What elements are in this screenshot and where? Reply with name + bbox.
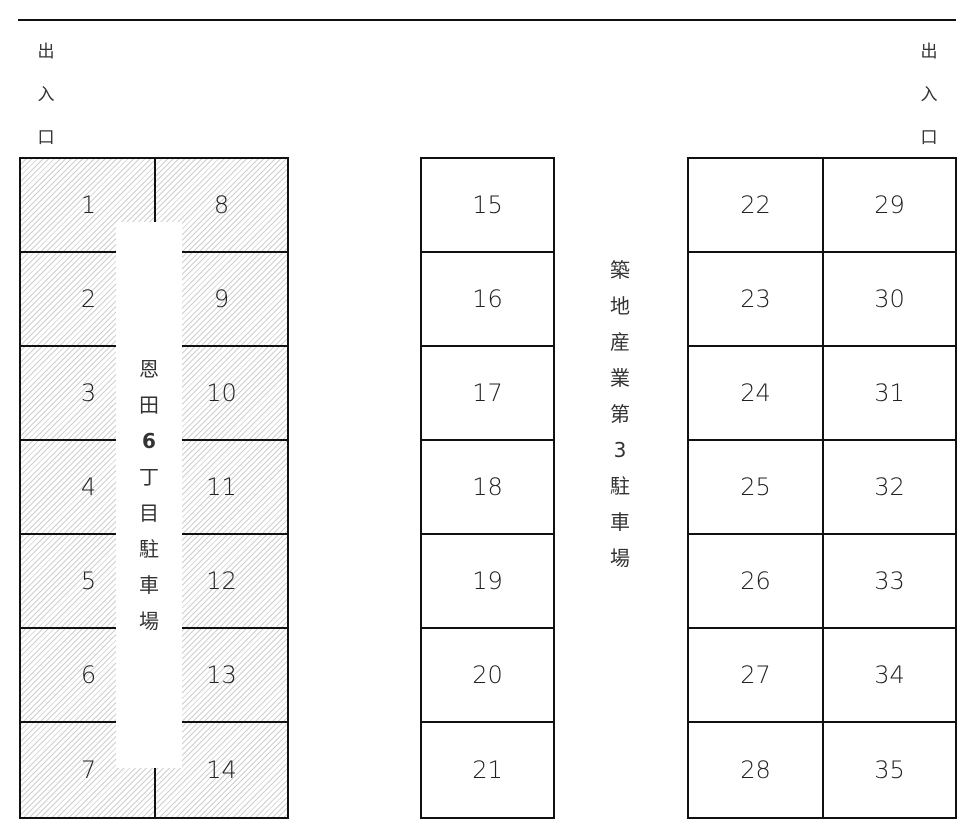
lot-tsukiji-sangyo-3: 15 16 17 18 19 20 21 [420,157,555,819]
parking-space[interactable]: 24 [689,347,824,441]
parking-space[interactable]: 8 [156,159,287,253]
parking-space[interactable]: 16 [422,253,553,347]
parking-space[interactable]: 7 [80,756,97,784]
parking-space[interactable]: 35 [874,756,905,784]
road-boundary-line [18,19,956,21]
parking-space[interactable]: 13 [156,629,287,723]
parking-space[interactable]: 30 [824,253,955,347]
parking-space[interactable]: 6 [21,629,156,723]
parking-space[interactable]: 25 [689,441,824,535]
lot-name-label: 築 地 産 業 第 3 駐 車 場 [610,258,630,570]
parking-space[interactable]: 12 [156,535,287,629]
parking-space[interactable]: 19 [422,535,553,629]
parking-space[interactable]: 21 [472,756,503,784]
lot-onda-6chome: 1 8 2 9 3 10 4 11 5 12 6 13 7 14 恩 田 6 丁… [19,157,289,819]
lot-grid: 22 29 23 30 24 31 25 32 26 33 27 34 28 3… [689,159,955,817]
parking-space[interactable]: 3 [21,347,156,441]
entrance-char: 入 [920,85,938,105]
lot-name-label: 恩 田 6 丁 目 駐 車 場 [116,222,182,768]
parking-space[interactable]: 23 [689,253,824,347]
parking-space[interactable]: 10 [156,347,287,441]
entrance-char: 出 [920,42,938,62]
parking-space[interactable]: 2 [21,253,156,347]
parking-space[interactable]: 18 [422,441,553,535]
lot-grid: 1 8 2 9 3 10 4 11 5 12 6 13 7 14 [21,159,287,817]
parking-space[interactable]: 20 [422,629,553,723]
parking-space[interactable]: 1 [21,159,156,253]
parking-space[interactable]: 17 [422,347,553,441]
parking-space[interactable]: 22 [689,159,824,253]
parking-space[interactable]: 9 [156,253,287,347]
parking-space[interactable]: 26 [689,535,824,629]
lot-grid: 15 16 17 18 19 20 21 [422,159,553,817]
parking-space[interactable]: 27 [689,629,824,723]
parking-space[interactable]: 11 [156,441,287,535]
parking-space[interactable]: 29 [824,159,955,253]
lot-right: 22 29 23 30 24 31 25 32 26 33 27 34 28 3… [687,157,957,819]
parking-space[interactable]: 15 [422,159,553,253]
entrance-char: 入 [37,85,55,105]
parking-space[interactable]: 14 [206,756,237,784]
parking-space[interactable]: 4 [21,441,156,535]
parking-space[interactable]: 28 [689,723,824,817]
entrance-char: 口 [37,128,55,148]
entrance-left: 出 入 口 [31,31,61,160]
parking-space[interactable]: 31 [824,347,955,441]
entrance-char: 出 [37,42,55,62]
parking-space[interactable]: 5 [21,535,156,629]
parking-space[interactable]: 34 [824,629,955,723]
parking-space[interactable]: 32 [824,441,955,535]
entrance-char: 口 [920,128,938,148]
entrance-right: 出 入 口 [914,31,944,160]
parking-space[interactable]: 33 [824,535,955,629]
